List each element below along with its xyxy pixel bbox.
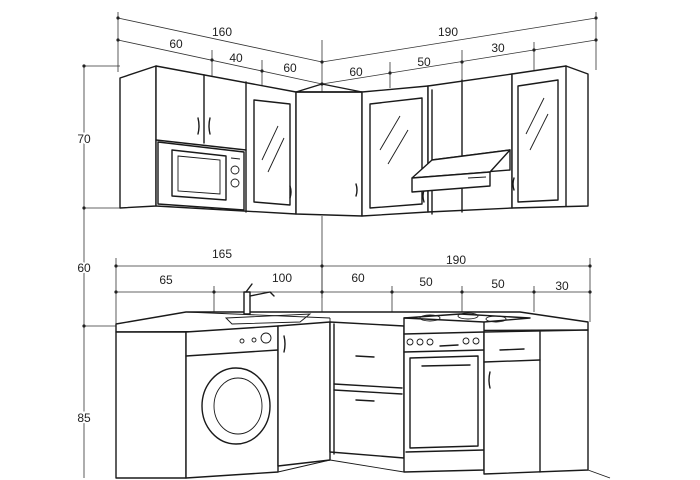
dim-upper-left-part-1: 60	[169, 37, 183, 51]
dim-upper-right-part-1: 60	[349, 65, 363, 79]
dim-upper-left-total: 160	[212, 25, 232, 39]
glass-door-far-right	[512, 79, 559, 203]
dim-upper-left-part-3: 60	[283, 61, 297, 75]
base-cabinets	[115, 283, 611, 479]
glass-door-left	[253, 99, 291, 206]
dim-lower-right-part-2: 50	[419, 275, 433, 289]
washing-machine-icon	[185, 325, 279, 479]
dim-upper-right-part-2: 50	[417, 55, 431, 69]
upper-cabinets	[119, 65, 589, 217]
faucet-icon	[243, 283, 275, 315]
dim-lower-right-part-1: 60	[351, 271, 365, 285]
dimension-labels: 160 60 40 60 190 60 50 30 30 70 60 85 16…	[75, 25, 569, 427]
dim-lower-right-total: 190	[446, 253, 466, 267]
range-hood-icon	[411, 149, 511, 193]
dim-height-base: 85	[77, 411, 91, 425]
stove-icon	[403, 312, 531, 473]
dim-lower-left-part-2: 100	[272, 271, 292, 285]
dim-upper-left-part-2: 40	[229, 51, 243, 65]
dim-upper-right-part-3: 30	[491, 41, 505, 55]
lower-dimension-lines	[114, 258, 592, 324]
dim-lower-left-part-1: 65	[159, 273, 173, 287]
dim-upper-right-total: 190	[438, 25, 458, 39]
height-dimension-lines	[82, 64, 120, 478]
dim-height-gap: 60	[77, 261, 91, 275]
microwave-icon	[157, 141, 245, 211]
dim-lower-left-total: 165	[212, 247, 232, 261]
upper-dimension-lines	[116, 12, 598, 100]
dim-lower-right-part-4: 30	[555, 279, 569, 293]
dim-height-upper: 70	[77, 132, 91, 146]
dim-lower-right-part-3: 50	[491, 277, 505, 291]
